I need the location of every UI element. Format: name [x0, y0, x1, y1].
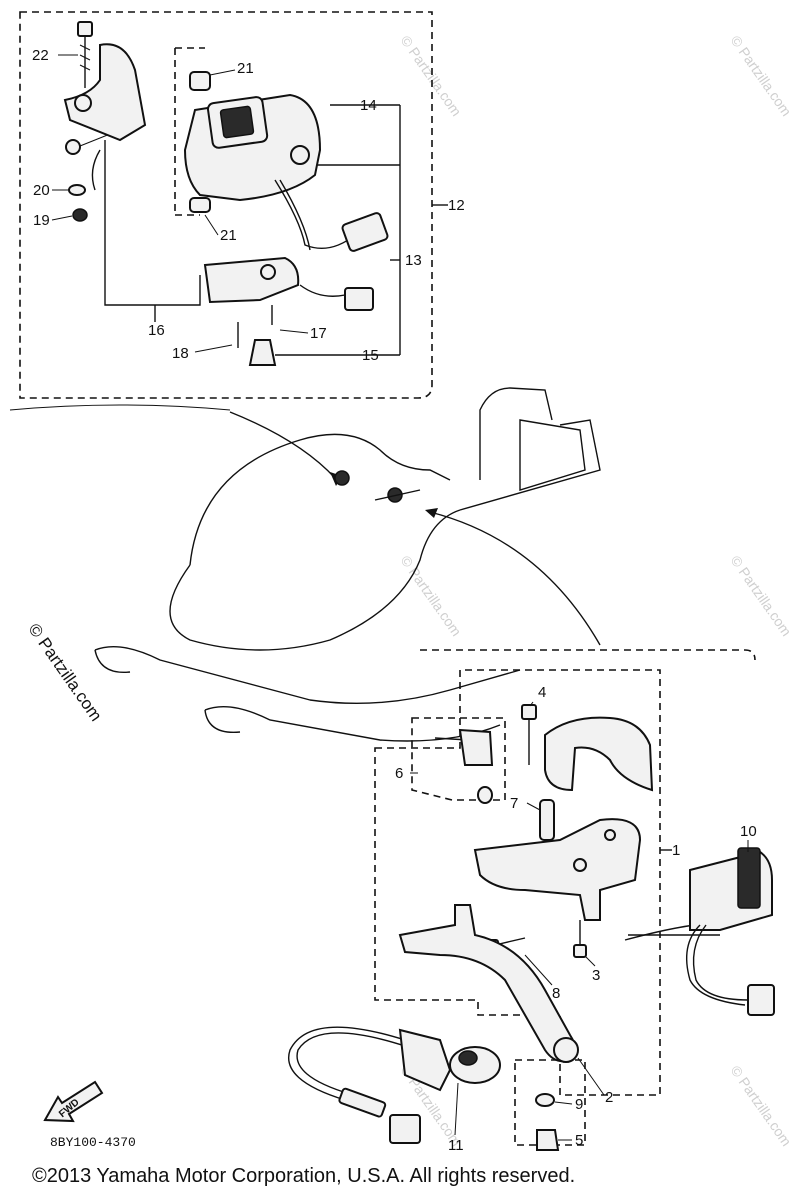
svg-text:6: 6: [395, 765, 403, 782]
top-detail-panel: 22 21 14 20 19 12 21 13 16 17 18 15: [19, 11, 465, 399]
svg-text:8: 8: [552, 985, 560, 1002]
svg-text:18: 18: [172, 345, 189, 362]
svg-text:13: 13: [405, 252, 422, 269]
forward-arrow-icon: [43, 1080, 104, 1123]
svg-text:12: 12: [448, 197, 465, 214]
bottom-detail-panel: 4 6 7 1 10 3 8 2 9 5 11: [288, 649, 775, 1154]
svg-text:9: 9: [575, 1096, 583, 1113]
snowmobile-outline: [9, 387, 601, 742]
svg-text:© Partzilla.com: © Partzilla.com: [398, 553, 465, 639]
svg-text:© Partzilla.com: © Partzilla.com: [728, 553, 794, 639]
svg-text:22: 22: [32, 47, 49, 64]
diagram-code: 8BY100-4370: [50, 1135, 136, 1150]
svg-text:© Partzilla.com: © Partzilla.com: [728, 33, 794, 119]
svg-text:© Partzilla.com: © Partzilla.com: [728, 1063, 794, 1149]
svg-text:7: 7: [510, 795, 518, 812]
svg-text:© Partzilla.com: © Partzilla.com: [398, 33, 465, 119]
svg-text:3: 3: [592, 967, 600, 984]
svg-text:16: 16: [148, 322, 165, 339]
svg-text:10: 10: [740, 823, 757, 840]
svg-text:5: 5: [575, 1132, 583, 1149]
svg-text:1: 1: [672, 842, 680, 859]
svg-text:15: 15: [362, 347, 379, 364]
svg-text:20: 20: [33, 182, 50, 199]
svg-text:4: 4: [538, 684, 546, 701]
svg-text:21: 21: [220, 227, 237, 244]
svg-text:11: 11: [448, 1137, 464, 1154]
copyright-notice: ©2013 Yamaha Motor Corporation, U.S.A. A…: [32, 1165, 576, 1187]
svg-text:17: 17: [310, 325, 327, 342]
svg-text:21: 21: [237, 60, 254, 77]
svg-text:2: 2: [605, 1089, 613, 1106]
svg-text:14: 14: [360, 97, 377, 114]
svg-text:19: 19: [33, 212, 50, 229]
